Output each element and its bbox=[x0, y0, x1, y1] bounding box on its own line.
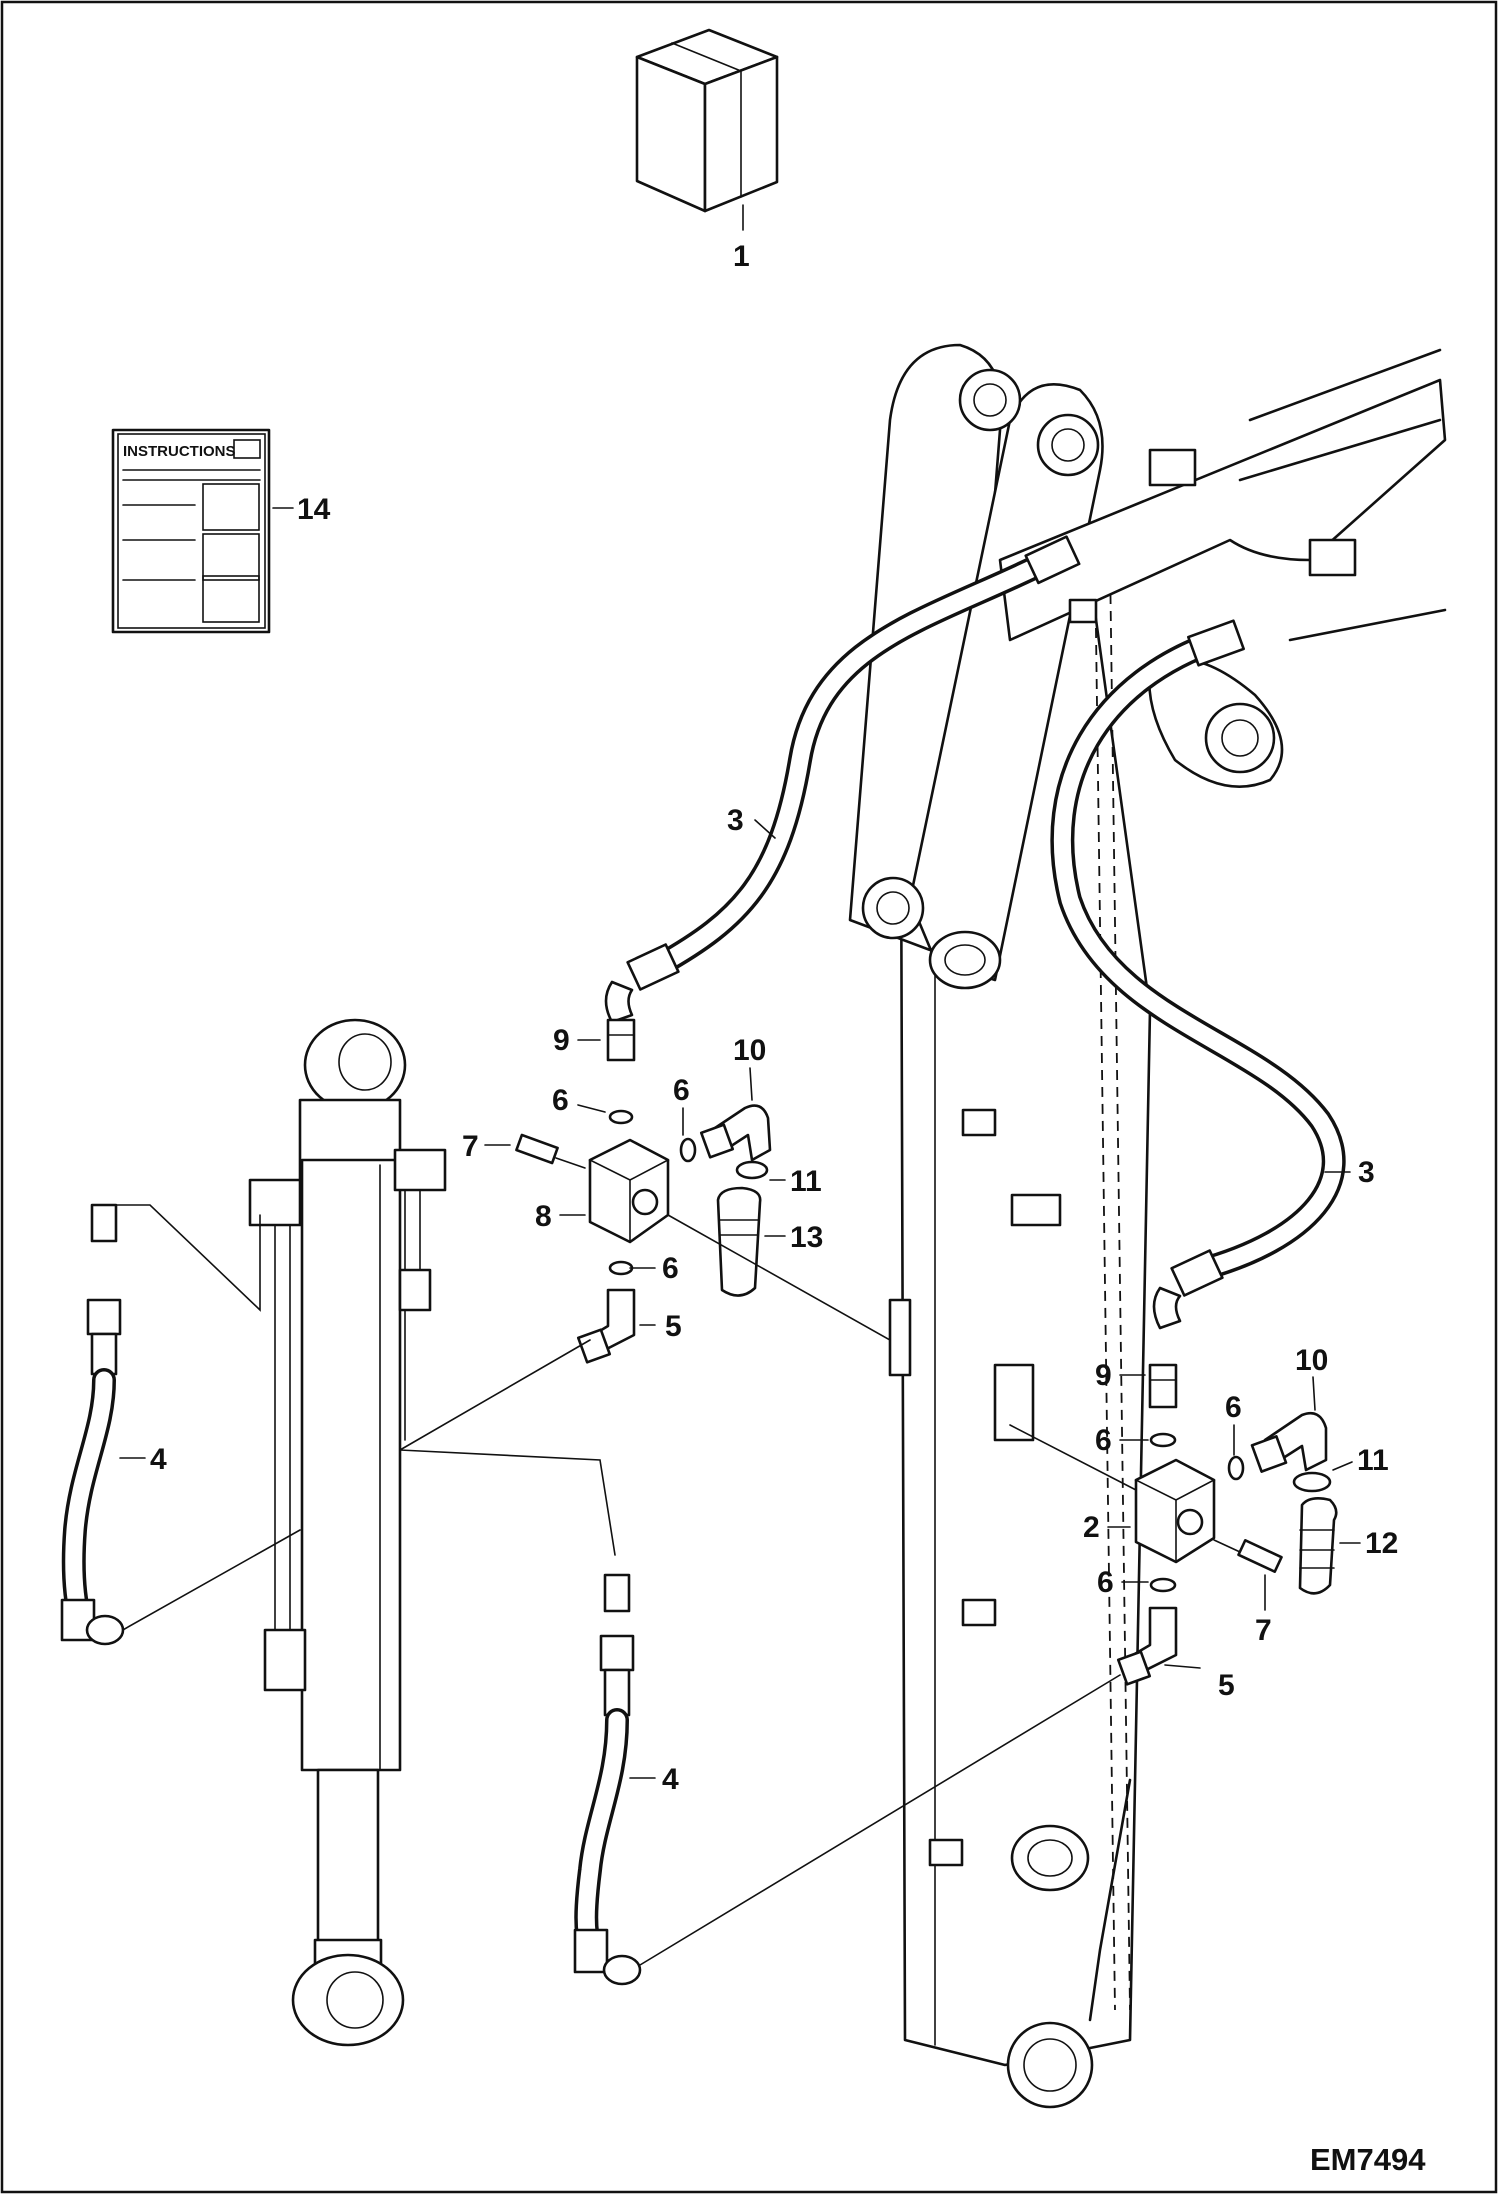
callout-7-left: 7 bbox=[462, 1130, 479, 1163]
instruction-book: INSTRUCTIONS bbox=[111, 428, 271, 634]
callout-13: 13 bbox=[790, 1221, 823, 1254]
callout-7-right: 7 bbox=[1255, 1614, 1272, 1647]
callout-14: 14 bbox=[297, 493, 331, 526]
hose-3-right bbox=[1050, 619, 1346, 1330]
leader-10b bbox=[1312, 1376, 1316, 1411]
callout-11-left: 11 bbox=[790, 1165, 822, 1198]
callout-12: 12 bbox=[1365, 1527, 1398, 1560]
callout-9-left: 9 bbox=[553, 1024, 570, 1057]
instruction-book-title: INSTRUCTIONS bbox=[123, 443, 236, 460]
kit-box bbox=[635, 28, 779, 213]
callout-6-right-bottom: 6 bbox=[1097, 1566, 1114, 1599]
hose-4-right bbox=[573, 1573, 1121, 1986]
callout-6-left-bottom: 6 bbox=[662, 1252, 679, 1285]
callout-4-left: 4 bbox=[150, 1443, 167, 1476]
callout-6-left-side: 6 bbox=[673, 1074, 690, 1107]
hydraulic-cylinder bbox=[99, 1018, 616, 2047]
callout-5-left: 5 bbox=[665, 1310, 682, 1343]
leader-10a bbox=[749, 1067, 753, 1101]
callout-2: 2 bbox=[1083, 1511, 1100, 1544]
callout-9-right: 9 bbox=[1095, 1359, 1112, 1392]
hose-4-left bbox=[60, 1203, 125, 1646]
callout-6-left-top: 6 bbox=[552, 1084, 569, 1117]
callout-6-right-top: 6 bbox=[1095, 1424, 1112, 1457]
drawing-code: EM7494 bbox=[1310, 2142, 1426, 2177]
callout-11-right: 11 bbox=[1357, 1444, 1389, 1477]
callout-5-right: 5 bbox=[1218, 1669, 1235, 1702]
callout-6-right-side: 6 bbox=[1225, 1391, 1242, 1424]
callout-8: 8 bbox=[535, 1200, 552, 1233]
leader-5b bbox=[1164, 1664, 1201, 1669]
callouts: 1 14 3 3 9 10 6 6 7 11 8 13 6 5 4 9 10 6… bbox=[150, 240, 1398, 1796]
callout-10-left: 10 bbox=[733, 1034, 766, 1067]
valve-assembly-right bbox=[1009, 1363, 1338, 1686]
valve-assembly-left bbox=[515, 1018, 891, 1364]
callout-3-left: 3 bbox=[727, 804, 744, 837]
leader-6a bbox=[577, 1104, 606, 1113]
callout-10-right: 10 bbox=[1295, 1344, 1328, 1377]
leader-11b bbox=[1332, 1461, 1353, 1471]
excavator-arm bbox=[848, 343, 1447, 2109]
leader-3a bbox=[754, 819, 776, 839]
callout-3-right: 3 bbox=[1358, 1156, 1375, 1189]
callout-1: 1 bbox=[733, 240, 750, 273]
hose-3-left bbox=[604, 535, 1081, 1024]
callout-4-right: 4 bbox=[662, 1763, 679, 1796]
